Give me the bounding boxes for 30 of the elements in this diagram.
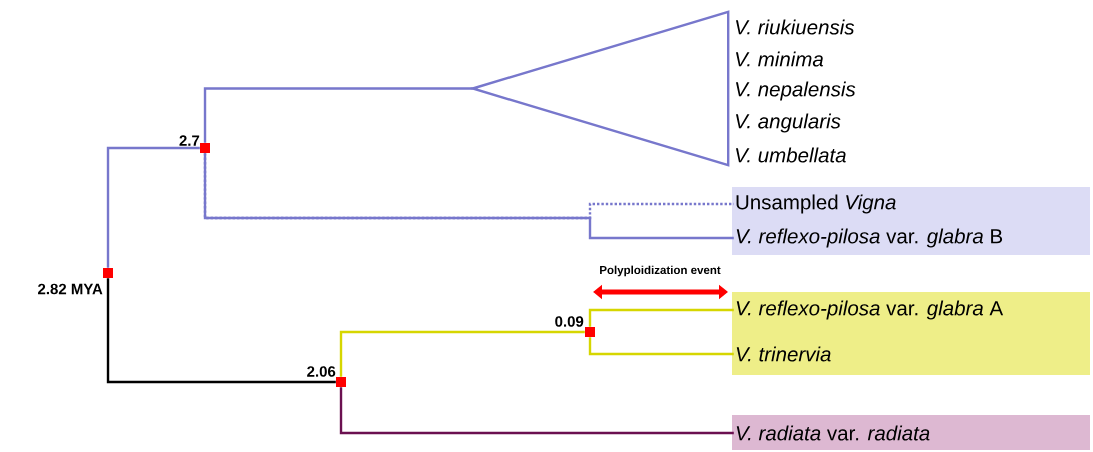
age-label: 2.82 MYA [38,283,103,295]
taxon-label: V. minima [735,51,824,67]
tree-branch [588,337,734,356]
tree-branch [106,278,336,384]
age-label: 0.09 [555,316,584,327]
event-label: Polyploidization event [600,265,721,277]
taxon-label: V. radiata var. radiata [736,425,930,441]
taxon-label: V. trinervia [736,346,831,362]
highlight-band [732,415,1090,450]
tree-branch [203,87,473,143]
taxon-label: V. reflexo-pilosa var. glabra A [736,300,1004,320]
age-label: 2.7 [179,135,200,146]
taxon-label: V. nepalensis [735,81,856,101]
highlight-band [732,187,1090,255]
node-square [336,377,346,387]
highlight-band [732,292,1090,375]
node-square [200,143,210,153]
tree-branch [339,330,585,377]
tree-branch [588,308,734,327]
tree-branch [339,387,734,435]
tree-branch [203,153,734,240]
taxon-label: V. riukiuensis [735,19,855,35]
taxon-label: V. reflexo-pilosa var. glabra B [736,228,1003,248]
node-square [103,268,113,278]
tree-branch [106,146,200,268]
taxon-label: Unsampled Vigna [736,194,896,214]
node-square [585,327,595,337]
taxon-label: V. angularis [735,113,841,133]
age-label: 2.06 [307,366,336,377]
taxon-label: V. umbellata [735,147,846,163]
